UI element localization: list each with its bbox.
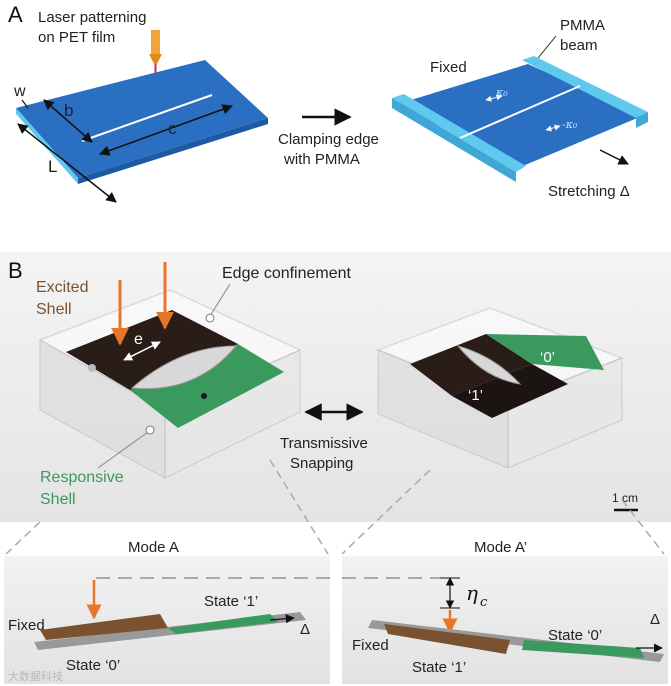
clamped-cut-line — [459, 85, 581, 139]
responsive-marker — [145, 425, 155, 435]
eta-subscript: c — [480, 595, 488, 610]
mode-a-fixed: Fixed — [8, 617, 45, 634]
pmma-beam-left — [392, 94, 526, 172]
laser-label-line1: Laser patterning — [38, 9, 146, 26]
kappa-arrow-1 — [485, 94, 503, 102]
mode-a-prime-brown-shell — [384, 624, 510, 654]
clamp-label-line2: with PMMA — [283, 151, 360, 168]
panel-b: B e Excited Shell Edge confinement Respo… — [0, 252, 671, 555]
responsive-label-line2: Shell — [40, 491, 76, 508]
pmma-leader — [537, 35, 557, 59]
excited-label-line1: Excited — [36, 279, 88, 296]
panel-a-letter: A — [8, 2, 23, 27]
responsive-label-line1: Responsive — [40, 469, 124, 486]
watermark: 大数据科技 — [8, 669, 63, 683]
dim-w-label: w — [13, 83, 26, 100]
mode-a-prime-background — [342, 556, 668, 684]
dim-w-tick — [21, 99, 29, 109]
e-label: e — [134, 331, 143, 348]
dim-c-arrow — [99, 104, 233, 156]
guide-right-2 — [621, 499, 665, 555]
transmissive-label-line1: Transmissive — [280, 435, 368, 452]
panel-b-letter: B — [8, 258, 23, 283]
stretch-arrow — [599, 149, 629, 165]
mode-a-prime-state0: State ‘0’ — [548, 627, 602, 644]
pmma-label-line2: beam — [560, 37, 598, 54]
mode-a-brown-shell — [40, 614, 168, 640]
edge-marker — [205, 313, 215, 323]
pmma-beam-left-side — [392, 98, 516, 182]
dim-b-label: b — [64, 101, 73, 120]
edge-leader — [209, 283, 231, 317]
photo-state0-label: ‘0’ — [540, 349, 555, 366]
kappa-arrow-2 — [545, 124, 561, 132]
right-box-side — [507, 357, 623, 469]
mode-a-prime-green-shell — [522, 640, 644, 658]
mode-a-prime-panel: Mode A’ η c Δ State ‘0’ Fixed State ‘1’ — [342, 539, 668, 684]
right-black-shell-2 — [452, 364, 568, 418]
mode-a-prime-delta: Δ — [650, 611, 660, 628]
right-black-shell — [410, 334, 532, 396]
e-arrow — [123, 341, 161, 361]
dim-c-label: c — [168, 119, 177, 138]
responsive-shell-green — [130, 344, 284, 428]
clamp-label-line1: Clamping edge — [278, 131, 379, 148]
eta-symbol: η — [466, 581, 478, 605]
left-snap-fold — [130, 345, 238, 390]
mode-a-green-shell — [168, 614, 278, 634]
mode-a-delta-arrow — [269, 614, 295, 624]
fixed-label: Fixed — [430, 59, 467, 76]
pmma-beam-right-side — [636, 112, 648, 128]
guide-left-2 — [269, 459, 329, 555]
dim-L-arrow — [17, 123, 117, 203]
panel-a: A Laser patterning on PET film w b c L C… — [8, 2, 648, 203]
mode-a-prime-title: Mode A’ — [474, 539, 527, 556]
mode-a-prime-fixed: Fixed — [352, 637, 389, 654]
pmma-beam-right — [522, 56, 648, 118]
pmma-label-line1: PMMA — [560, 17, 605, 34]
responsive-leader — [97, 431, 149, 469]
laser-head-icon — [151, 30, 160, 54]
excited-label-line2: Shell — [36, 301, 72, 318]
mode-a-panel: Mode A Δ Fixed State ‘1’ State ‘0’ — [4, 539, 330, 684]
mode-a-title: Mode A — [128, 539, 179, 556]
right-green-shell — [486, 334, 604, 370]
left-photo-dot-2 — [201, 393, 207, 399]
mode-a-state1: State ‘1’ — [204, 593, 258, 610]
laser-label-line2: on PET film — [38, 29, 115, 46]
kappa-label-2: -κ₀ — [562, 118, 578, 131]
transmissive-label-line2: Snapping — [290, 455, 353, 472]
photo-state1-label: ‘1’ — [468, 387, 483, 404]
stretching-label: Stretching Δ — [548, 183, 630, 200]
scale-bar-label: 1 cm — [612, 491, 638, 505]
edge-confinement-label: Edge confinement — [222, 265, 352, 282]
guide-right-1 — [341, 469, 431, 555]
laser-nozzle-icon — [149, 54, 162, 64]
mode-a-state0: State ‘0’ — [66, 657, 120, 674]
right-snap-fold — [456, 345, 522, 385]
dim-L-label: L — [48, 157, 57, 176]
left-photo-dot — [88, 364, 96, 372]
guide-left-1 — [5, 521, 41, 555]
mode-a-delta: Δ — [300, 621, 310, 638]
mode-a-prime-state1: State ‘1’ — [412, 659, 466, 676]
